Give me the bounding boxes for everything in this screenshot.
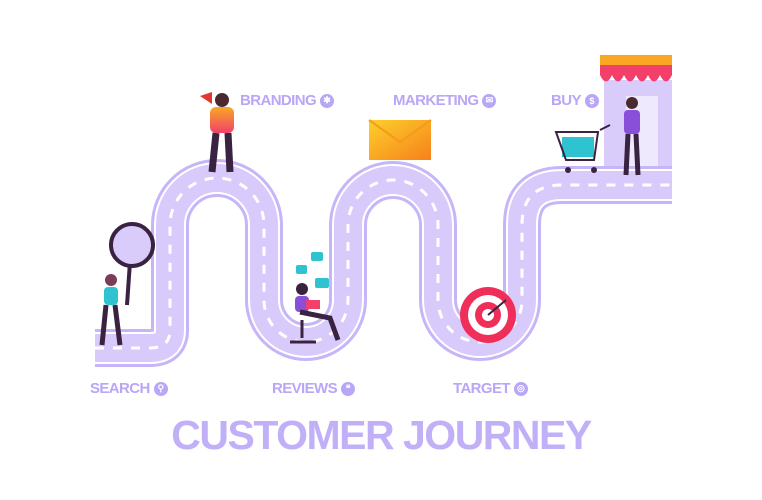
page-title: CUSTOMER JOURNEY	[171, 412, 592, 458]
stage-buy: BUY $	[551, 92, 599, 109]
chat-icon: ❝	[340, 381, 355, 396]
stage-label: REVIEWS	[272, 380, 338, 397]
search-icon: ⚲	[153, 381, 168, 396]
envelope-icon	[368, 119, 432, 160]
target-icon	[460, 287, 516, 343]
stage-label: MARKETING	[393, 92, 479, 109]
stage-label: BUY	[551, 92, 581, 109]
stage-label: TARGET	[453, 380, 511, 397]
stage-search: SEARCH ⚲	[90, 380, 168, 397]
brain-icon: ✱	[320, 93, 335, 108]
man-with-megaphone	[200, 92, 234, 173]
woman-reviewing	[290, 252, 341, 344]
stage-reviews: REVIEWS ❝	[272, 380, 355, 397]
woman-searching	[99, 274, 123, 346]
magnifier-icon	[109, 222, 155, 306]
stage-branding: BRANDING ✱	[240, 92, 335, 109]
mail-icon: ✉	[482, 93, 497, 108]
shopping-cart-icon	[554, 124, 611, 173]
stage-label: BRANDING	[240, 92, 317, 109]
target-icon: ◎	[513, 381, 528, 396]
man-shopping	[623, 97, 641, 176]
stage-target: TARGET ◎	[453, 380, 528, 397]
road	[95, 159, 672, 367]
stage-marketing: MARKETING ✉	[393, 92, 497, 109]
stage-label: SEARCH	[90, 380, 150, 397]
dollar-icon: $	[584, 93, 599, 108]
